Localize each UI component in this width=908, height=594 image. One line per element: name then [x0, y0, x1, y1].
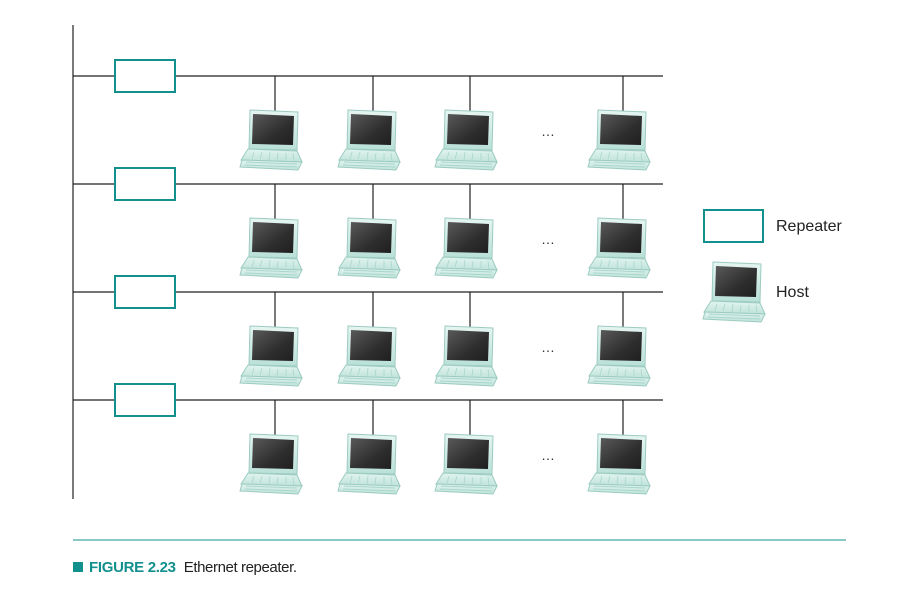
segment-row-4: … — [73, 383, 663, 495]
ellipsis-text: … — [541, 447, 555, 463]
host-icon — [434, 433, 498, 495]
ellipsis-text: … — [541, 231, 555, 247]
host-icon — [239, 217, 303, 279]
legend-host-label: Host — [776, 284, 809, 301]
host-icon — [587, 217, 651, 279]
repeater-box — [114, 167, 176, 201]
host-icon — [337, 109, 401, 171]
host-icon — [587, 433, 651, 495]
host-icon — [587, 109, 651, 171]
caption-label: FIGURE 2.23 — [89, 558, 176, 576]
figure-caption: FIGURE 2.23 Ethernet repeater. — [73, 557, 297, 577]
host-icon — [337, 217, 401, 279]
ellipsis-text: … — [541, 339, 555, 355]
legend: Repeater Host — [702, 209, 842, 323]
host-icon — [337, 325, 401, 387]
host-icon — [239, 109, 303, 171]
caption-marker-icon — [73, 562, 83, 572]
segment-row-3: … — [73, 275, 663, 387]
legend-repeater-label: Repeater — [776, 218, 842, 235]
host-icon — [239, 325, 303, 387]
legend-repeater-swatch — [703, 209, 764, 243]
host-icon — [434, 325, 498, 387]
host-icon — [239, 433, 303, 495]
repeater-box — [114, 275, 176, 309]
host-icon — [434, 217, 498, 279]
host-icon — [434, 109, 498, 171]
legend-host-icon — [702, 261, 766, 323]
host-icon — [587, 325, 651, 387]
caption-title: Ethernet repeater. — [183, 558, 297, 576]
ellipsis-text: … — [541, 123, 555, 139]
host-icon — [337, 433, 401, 495]
repeater-box — [114, 59, 176, 93]
repeater-box — [114, 383, 176, 417]
segment-row-1: … — [73, 59, 663, 171]
segment-row-2: … — [73, 167, 663, 279]
